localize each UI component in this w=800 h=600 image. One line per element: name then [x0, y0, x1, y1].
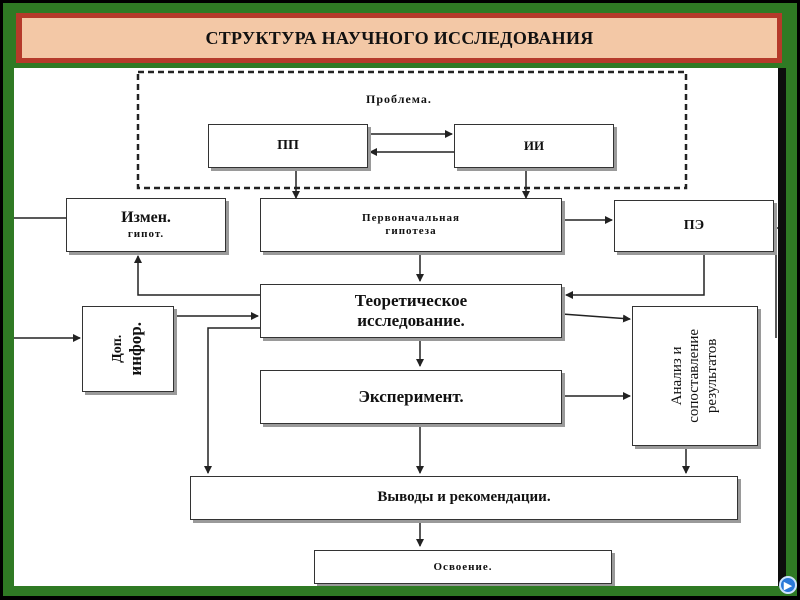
mastering-label: Освоение.: [433, 560, 493, 573]
additional-info-text: Доп. инфор.: [110, 322, 146, 376]
box-experiment: Эксперимент.: [260, 370, 562, 424]
box-pe-label: ПЭ: [683, 217, 705, 233]
arrow-theory-to-changed: [134, 255, 262, 296]
box-pe: ПЭ: [614, 200, 774, 252]
box-pp: ПП: [208, 124, 368, 168]
next-slide-button[interactable]: ▶: [779, 576, 797, 594]
box-analysis: Анализ и сопоставление результатов: [632, 306, 758, 446]
box-ii-label: ИИ: [523, 137, 545, 153]
conclusions-label: Выводы и рекомендации.: [377, 489, 551, 506]
additional-info-line2: инфор.: [126, 322, 146, 376]
slide-title: СТРУКТУРА НАУЧНОГО ИССЛЕДОВАНИЯ: [22, 18, 777, 58]
arrow-pe-to-theory: [565, 252, 705, 299]
box-mastering: Освоение.: [314, 550, 612, 584]
diagram-connectors: [14, 70, 778, 547]
theory-line2: исследование.: [357, 311, 465, 330]
analysis-line3: результатов: [703, 338, 720, 414]
analysis-line1: Анализ и: [669, 346, 686, 406]
arrow-right-icon: ▶: [783, 578, 793, 592]
initial-hypothesis-line1: Первоначальная: [362, 212, 460, 225]
analysis-text: Анализ и сопоставление результатов: [669, 329, 721, 423]
analysis-line2: сопоставление: [686, 329, 703, 423]
problem-label: Проблема.: [366, 92, 432, 106]
box-additional-info: Доп. инфор.: [82, 306, 174, 392]
changed-hypothesis-line1: Измен.: [121, 209, 171, 227]
arrow-theory-to-conclusions: [204, 327, 262, 474]
box-changed-hypothesis: Измен. гипот.: [66, 198, 226, 252]
box-theory: Теоретическое исследование.: [260, 284, 562, 338]
box-initial-hypothesis: Первоначальная гипотеза: [260, 198, 562, 252]
diagram-canvas: Проблема. ПП ИИ Измен. гипот. Первоначал…: [14, 68, 778, 586]
canvas-right-edge: [778, 68, 786, 586]
box-ii: ИИ: [454, 124, 614, 168]
box-conclusions: Выводы и рекомендации.: [190, 476, 738, 520]
box-pp-label: ПП: [277, 137, 299, 153]
problem-dashed-frame: [136, 70, 688, 190]
changed-hypothesis-line2: гипот.: [127, 227, 165, 240]
theory-line1: Теоретическое: [354, 291, 468, 311]
initial-hypothesis-line2: гипотеза: [385, 225, 437, 237]
additional-info-line1: Доп.: [110, 334, 126, 364]
experiment-label: Эксперимент.: [358, 387, 464, 407]
arrow-theory-to-analysis: [561, 313, 631, 323]
